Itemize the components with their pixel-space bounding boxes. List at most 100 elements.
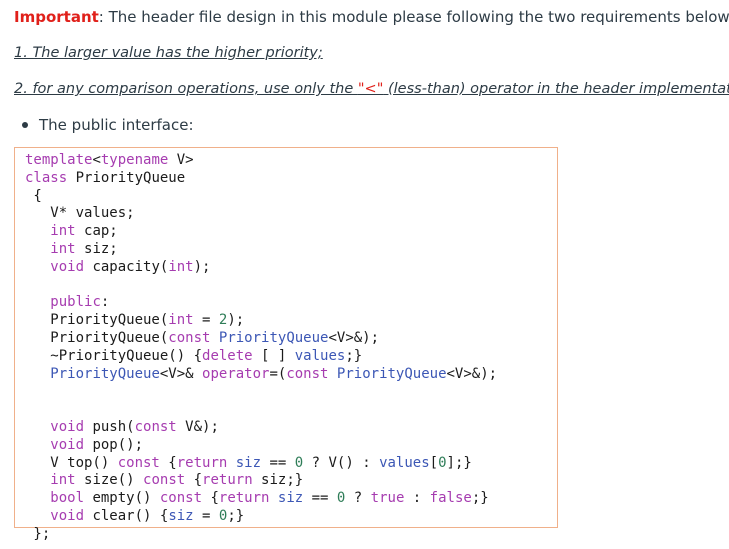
code-token: int — [50, 240, 76, 257]
code-token: 0 — [218, 507, 228, 524]
code-token: { — [25, 187, 42, 204]
code-line: void push(const V&); — [25, 419, 497, 437]
code-token: const — [286, 365, 329, 382]
code-token — [25, 294, 50, 310]
code-line: int siz; — [25, 241, 497, 259]
code-token: return — [218, 490, 270, 507]
code-token: ];} — [446, 454, 472, 471]
code-line: V* values; — [25, 205, 497, 223]
important-label: Important — [14, 8, 99, 26]
code-token: cap; — [75, 223, 118, 240]
code-token: ;} — [471, 490, 489, 507]
code-token: empty() — [84, 490, 160, 507]
requirement-2-quoted: "<" — [357, 81, 384, 97]
code-line: class PriorityQueue — [25, 170, 497, 188]
code-token: PriorityQueue — [218, 329, 329, 346]
bullet-item: The public interface: — [22, 115, 194, 135]
requirement-2: 2. for any comparison operations, use on… — [14, 79, 729, 99]
code-token: V top() — [25, 454, 118, 471]
code-line: void pop(); — [25, 437, 497, 455]
code-line: V top() const {return siz == 0 ? V() : v… — [25, 455, 497, 473]
code-token — [25, 490, 50, 506]
code-token: public — [50, 294, 101, 311]
code-line — [25, 277, 497, 295]
code-token: int — [50, 472, 76, 489]
code-line: { — [25, 188, 497, 206]
code-token — [25, 223, 50, 239]
requirement-2-before: 2. for any comparison operations, use on… — [14, 81, 358, 97]
code-token: == — [261, 454, 295, 471]
code-token: const — [168, 329, 211, 346]
code-token — [269, 490, 277, 506]
code-token: ? — [345, 490, 371, 507]
code-token: == — [303, 490, 337, 507]
code-token: { — [159, 454, 177, 471]
code-token: PriorityQueue — [67, 169, 186, 186]
code-token: int — [50, 223, 76, 240]
code-token: template — [25, 152, 93, 168]
code-token: PriorityQueue — [50, 365, 160, 382]
code-token — [210, 330, 218, 346]
code-token: 2 — [218, 312, 228, 329]
code-token: operator — [202, 365, 270, 382]
code-token: { — [202, 490, 219, 507]
code-line: public: — [25, 294, 497, 312]
code-token: ); — [227, 312, 245, 329]
code-line: ~PriorityQueue() {delete [ ] values;} — [25, 348, 497, 366]
code-token: : — [100, 294, 110, 311]
code-token: PriorityQueue( — [25, 312, 169, 329]
code-token: size() — [75, 472, 144, 489]
code-token — [25, 437, 50, 453]
code-token: PriorityQueue( — [25, 329, 169, 346]
code-token: return — [176, 454, 228, 471]
code-token: siz;} — [252, 472, 304, 489]
code-token: <V>&); — [328, 329, 380, 346]
code-line: PriorityQueue<V>& operator=(const Priori… — [25, 366, 497, 384]
code-token: { — [185, 472, 203, 489]
code-token: 0 — [336, 490, 346, 507]
code-token: V* values; — [25, 205, 135, 222]
code-token: capacity( — [84, 258, 169, 275]
code-token: ~PriorityQueue() { — [25, 347, 203, 364]
code-token: siz; — [75, 240, 118, 257]
code-token — [25, 366, 50, 382]
code-token: void — [50, 507, 85, 524]
code-token — [25, 241, 50, 257]
intro-text: : The header file design in this module … — [98, 8, 729, 26]
code-token: typename — [100, 152, 169, 168]
code-token: =( — [269, 365, 287, 382]
code-token: const — [117, 454, 160, 471]
code-token: void — [50, 258, 85, 275]
code-token: pop(); — [84, 436, 144, 453]
code-token: const — [159, 490, 203, 507]
code-line: void capacity(int); — [25, 259, 497, 277]
code-token: <V>& — [159, 365, 203, 382]
code-token: <V>&); — [446, 365, 498, 382]
code-token: delete — [202, 347, 253, 364]
code-token: values — [294, 347, 346, 364]
requirement-2-after: (less-than) operator in the header imple… — [383, 81, 729, 97]
requirement-1: 1. The larger value has the higher prior… — [14, 45, 323, 61]
code-token: const — [143, 472, 186, 489]
code-token: ;} — [227, 507, 245, 524]
code-line: PriorityQueue(const PriorityQueue<V>&); — [25, 330, 497, 348]
code-line: bool empty() const {return siz == 0 ? tr… — [25, 490, 497, 508]
code-token: siz — [277, 490, 304, 507]
code-token: [ ] — [252, 347, 295, 364]
code-token: [ — [429, 454, 439, 471]
code-token — [328, 366, 336, 382]
code-line — [25, 401, 497, 419]
code-line: PriorityQueue(int = 2); — [25, 312, 497, 330]
code-token: V> — [168, 152, 194, 168]
code-token: = — [193, 507, 219, 524]
intro-paragraph: Important: The header file design in thi… — [14, 7, 729, 27]
code-token: < — [92, 152, 101, 168]
code-token — [25, 508, 50, 524]
code-token: push( — [84, 418, 135, 435]
code-token — [25, 419, 50, 435]
code-token: int — [168, 312, 194, 329]
requirement-2-trail: . — [674, 81, 679, 97]
code-token: const — [134, 418, 177, 435]
bullet-text: The public interface: — [39, 116, 194, 134]
code-line: int size() const {return siz;} — [25, 472, 497, 490]
